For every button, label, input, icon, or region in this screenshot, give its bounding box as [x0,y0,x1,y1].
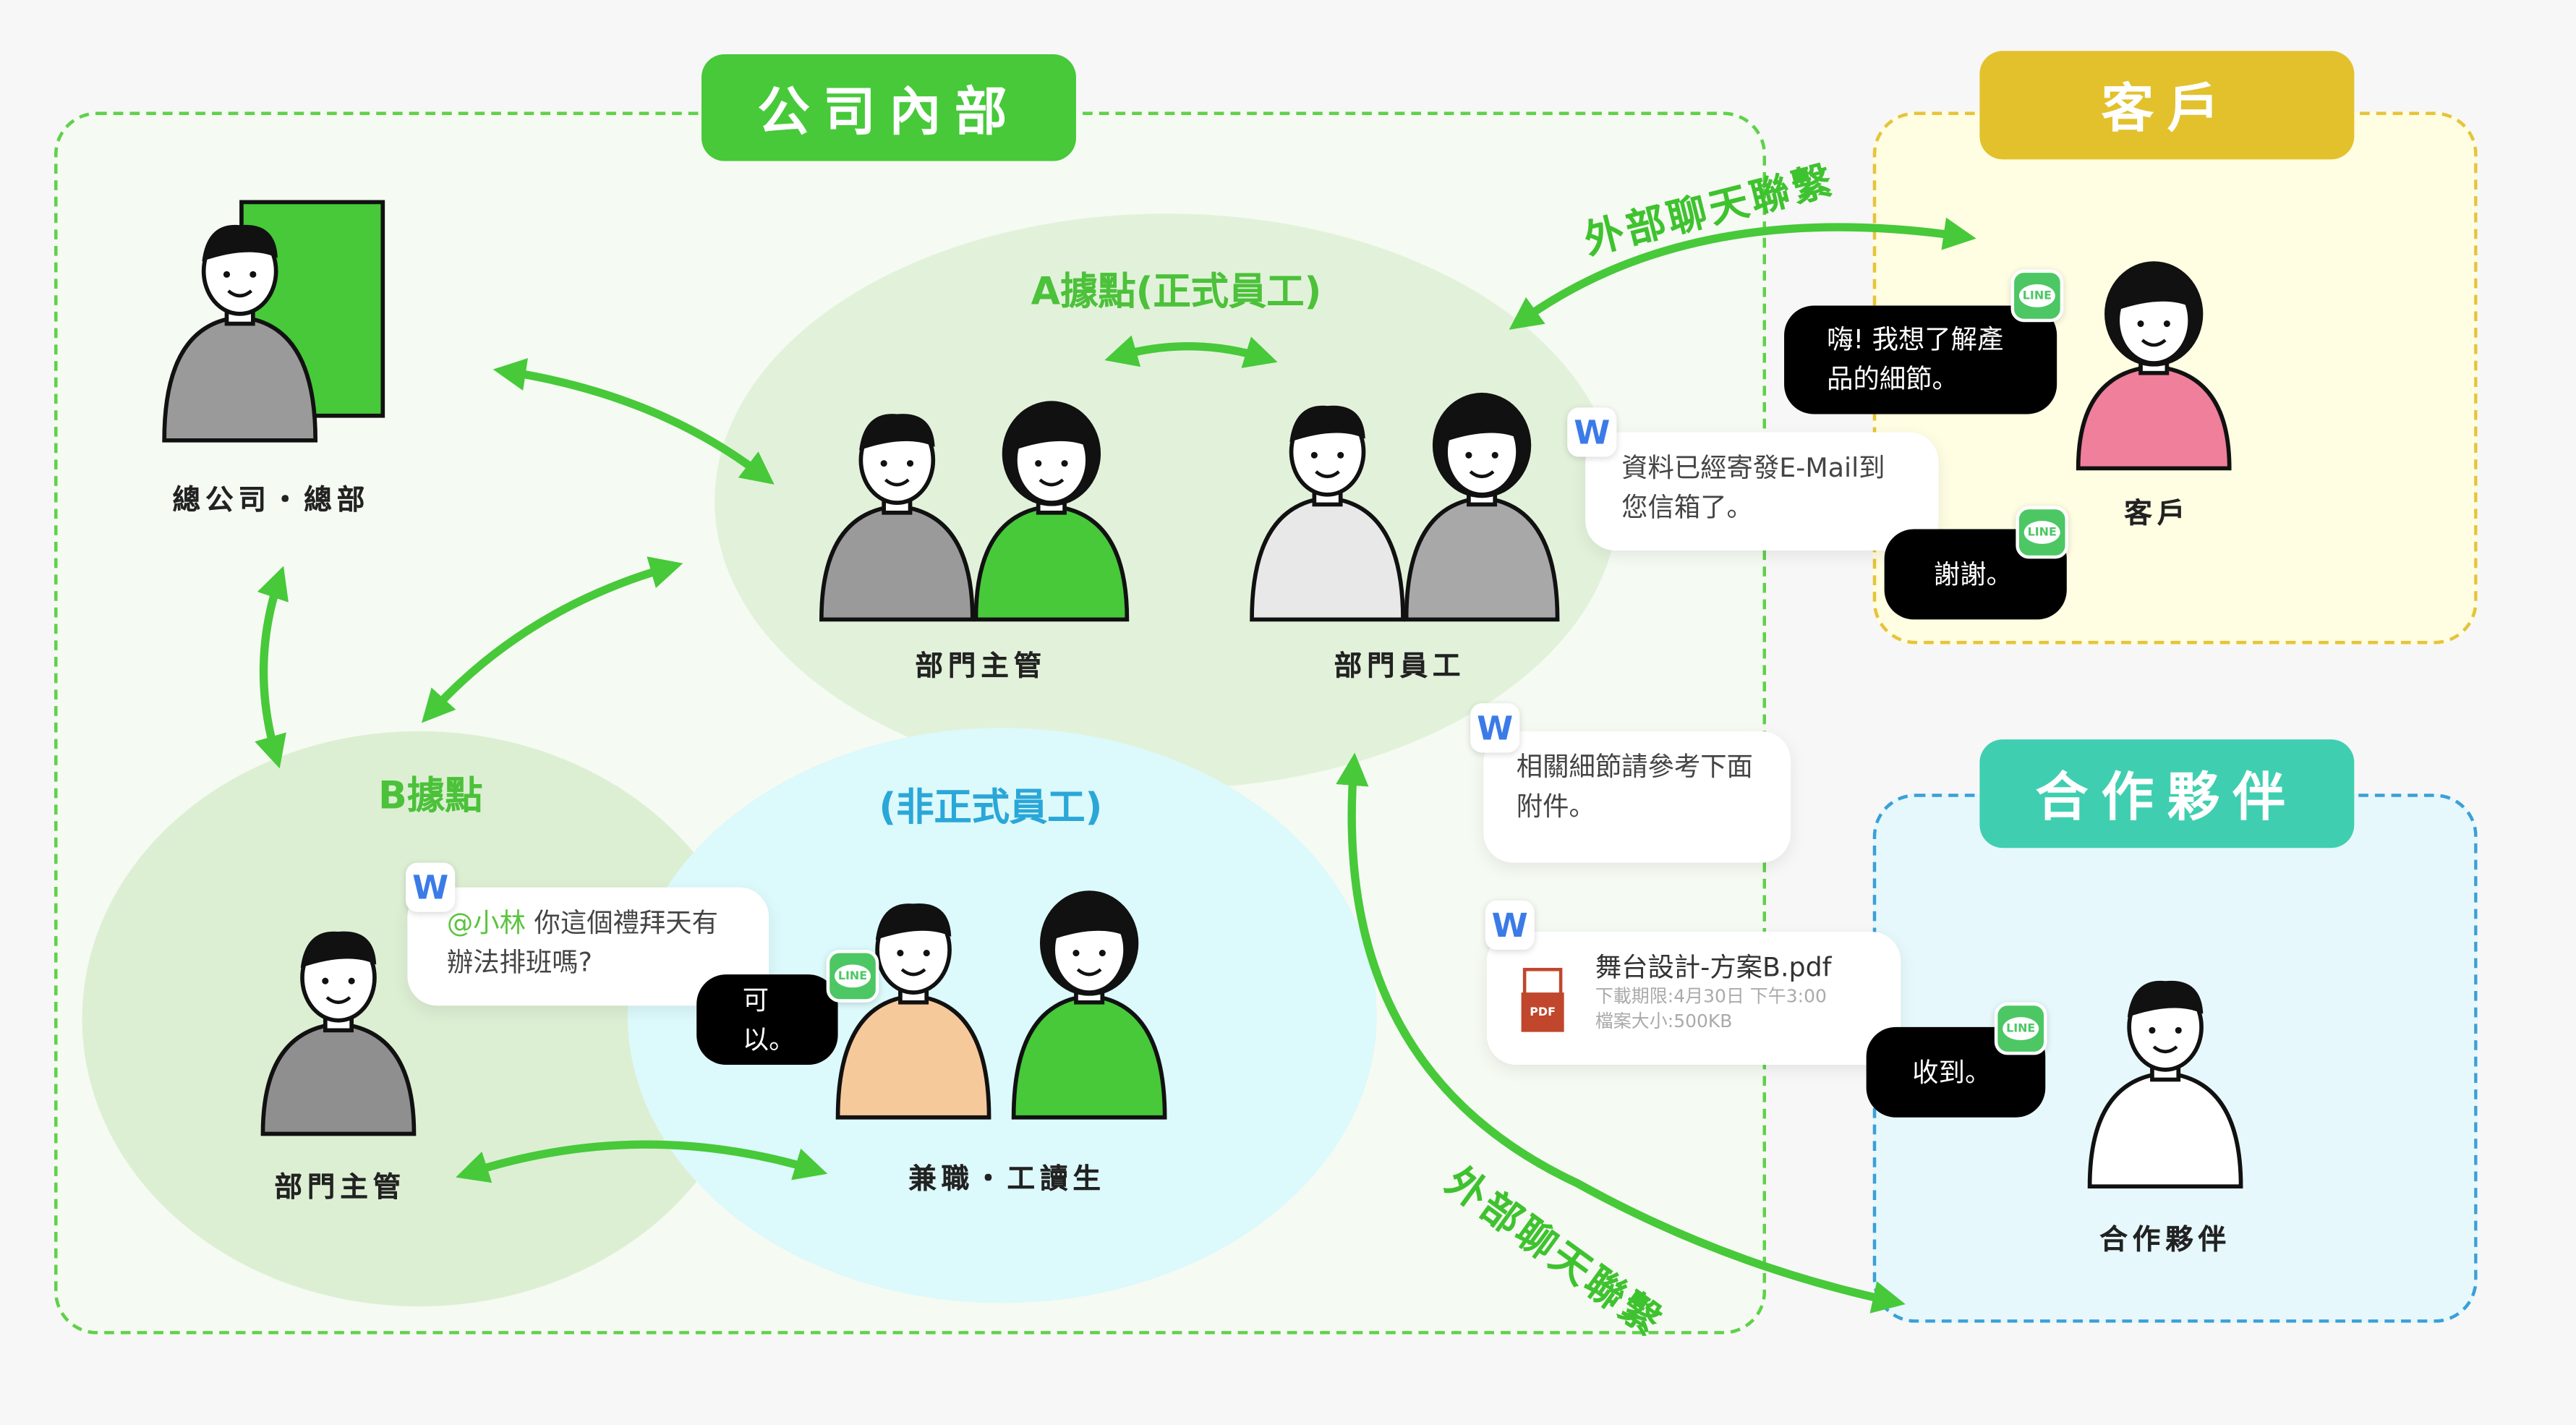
arrow-a-internal [1104,335,1278,368]
chat-parttime-reply: 可以。 [696,974,838,1065]
customer-person [2076,261,2232,471]
site-a-area [715,213,1618,789]
works-icon: W [1470,703,1520,753]
arrow-a-partner [1336,752,1906,1314]
line-icon: LINE [1994,1002,2047,1055]
chat-customer-hi: 嗨! 我想了解產品的細節。 [1784,305,2057,414]
arrow-hq-site-a [492,358,775,485]
b-manager-label: 部門主管 [274,1171,406,1205]
pdf-file-icon: PDF [1521,968,1564,1032]
a-manager-person-2 [973,401,1130,622]
parttime-person [835,903,991,1120]
chat-file-attachment[interactable]: PDF 舞台設計-方案B.pdf 下載期限:4月30日 下午3:00 檔案大小:… [1486,932,1901,1065]
customer-title: 客戶 [1979,51,2355,160]
line-icon: LINE [2016,506,2069,559]
file-name: 舞台設計-方案B.pdf [1595,951,1832,983]
parttime-person-2 [1011,890,1167,1120]
parttime-label: 兼職・工讀生 [908,1163,1106,1196]
works-icon: W [406,862,456,912]
hq-person [162,224,318,443]
works-icon: W [1485,900,1535,950]
hq-label: 總公司・總部 [172,485,370,518]
partner-title: 合作夥伴 [1979,739,2355,848]
works-icon: W [1567,407,1617,457]
line-icon: LINE [2010,269,2064,323]
informal-label: (非正式員工) [879,787,1103,830]
a-staff-label: 部門員工 [1334,650,1466,684]
chat-staff-reply: 資料已經寄發E-Mail到您信箱了。 [1585,432,1939,551]
arrow-a-customer [1509,217,1976,330]
chat-staff-details: 相關細節請參考下面附件。 [1483,731,1791,863]
line-icon: LINE [826,950,879,1003]
a-manager-label: 部門主管 [915,650,1047,684]
internal-title: 公司內部 [701,54,1076,161]
a-staff-person-2 [1404,392,1560,622]
arrow-b-parttime [456,1140,828,1183]
file-deadline: 下載期限:4月30日 下午3:00 [1595,986,1827,1008]
customer-label: 客戶 [2124,498,2191,531]
arrow-site-b-site-a [421,556,683,723]
site-b-label: B據點 [378,775,483,819]
partner-label: 合作夥伴 [2099,1224,2231,1257]
a-manager-person [819,414,975,622]
file-size: 檔案大小:500KB [1595,1011,1733,1032]
partner-person [2087,980,2243,1189]
a-staff-person [1250,405,1405,622]
site-a-label: A據點(正式員工) [1031,271,1322,314]
arrow-hq-site-b [255,566,289,769]
chat-partner-ack: 收到。 [1866,1026,2046,1118]
mention[interactable]: @小林 [446,906,526,939]
b-manager-person [260,931,417,1136]
